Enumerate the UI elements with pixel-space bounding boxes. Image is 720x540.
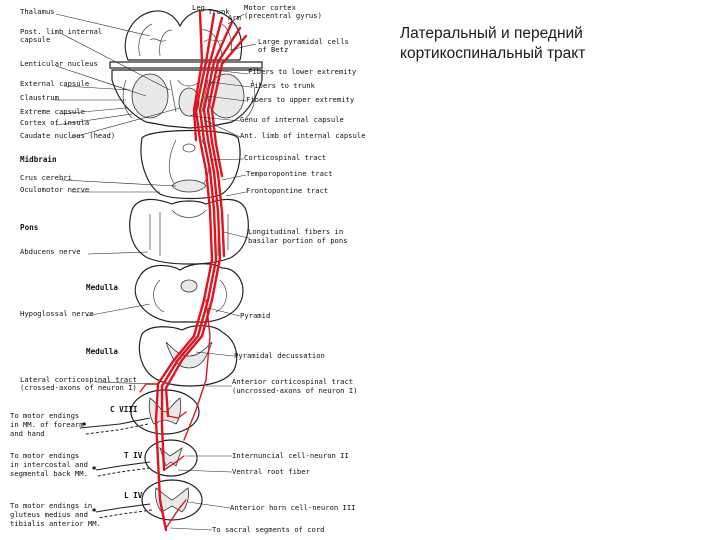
label-longitudinal-1: Longitudinal fibers in bbox=[248, 227, 343, 236]
label-betz-1: Large pyramidal cells bbox=[258, 37, 349, 46]
label-leader-lines bbox=[54, 13, 257, 531]
label-abducens: Abducens nerve bbox=[20, 247, 81, 256]
label-anterior-cst-2: (uncrossed-axons of neuron I) bbox=[232, 386, 358, 395]
label-post-limb-2: capsule bbox=[20, 35, 50, 44]
label-pons: Pons bbox=[20, 223, 38, 232]
label-oculomotor: Oculomotor nerve bbox=[20, 185, 89, 194]
label-segment-c8: C VIII bbox=[110, 405, 137, 414]
label-trunk: Trunk bbox=[208, 7, 230, 16]
label-segment-l4: L IV bbox=[124, 491, 143, 500]
medulla-lower-section bbox=[138, 325, 238, 387]
label-genu: Genu of internal capsule bbox=[240, 115, 344, 124]
svg-text:✱: ✱ bbox=[92, 463, 97, 472]
label-motor-gluteus-2: gluteus medius and bbox=[10, 510, 88, 519]
label-corticospinal: Corticospinal tract bbox=[244, 153, 326, 162]
medulla-upper-section bbox=[134, 263, 244, 323]
slide-title-line-1: Латеральный и передний bbox=[400, 25, 583, 42]
label-motor-forearm-3: and hand bbox=[10, 429, 45, 438]
label-longitudinal-2: basilar portion of pons bbox=[248, 236, 348, 245]
label-midbrain: Midbrain bbox=[20, 155, 57, 164]
svg-text:✱: ✱ bbox=[92, 505, 97, 514]
corticospinal-tract-lines bbox=[139, 10, 248, 532]
label-arm: Arm bbox=[228, 13, 241, 22]
label-internuncial: Internuncial cell-neuron II bbox=[232, 451, 349, 460]
label-medulla-2: Medulla bbox=[86, 347, 118, 356]
label-lateral-cst-2: (crossed-axons of neuron I) bbox=[20, 383, 137, 392]
label-medulla-1: Medulla bbox=[86, 283, 118, 292]
label-motor-cortex-2: (precentral gyrus) bbox=[244, 11, 322, 20]
label-ant-limb: Ant. limb of internal capsule bbox=[240, 131, 366, 140]
label-betz-2: of Betz bbox=[258, 45, 288, 54]
pons-section bbox=[129, 198, 249, 265]
label-decussation: Pyramidal decussation bbox=[234, 351, 325, 360]
label-anterior-cst-1: Anterior corticospinal tract bbox=[232, 377, 353, 386]
label-segment-t4: T IV bbox=[124, 451, 143, 460]
label-fibers-upper: Fibers to upper extremity bbox=[246, 95, 355, 104]
label-motor-back-1: To motor endings bbox=[10, 451, 79, 460]
label-motor-back-2: in intercostal and bbox=[10, 460, 88, 469]
label-caudate: Caudate nucleus (head) bbox=[20, 131, 115, 140]
label-motor-gluteus-1: To motor endings in bbox=[10, 501, 92, 510]
spinal-cord-l4-section bbox=[141, 479, 203, 521]
label-extreme-capsule: Extreme capsule bbox=[20, 107, 85, 116]
label-cortex-insula: Cortex of insula bbox=[20, 118, 89, 127]
label-frontopontine: Frontopontine tract bbox=[246, 186, 328, 195]
label-post-limb-1: Post. limb internal bbox=[20, 27, 102, 36]
slide-title-line-2: кортикоспинальный тракт bbox=[400, 45, 586, 62]
label-motor-forearm-2: in MM. of forearm bbox=[10, 420, 84, 429]
label-fibers-lower: Fibers to lower extremity bbox=[248, 67, 357, 76]
label-claustrum: Claustrum bbox=[20, 93, 59, 102]
label-hypoglossal: Hypoglossal nerve bbox=[20, 309, 94, 318]
label-ventral-root: Ventral root fiber bbox=[232, 467, 311, 476]
label-pyramid: Pyramid bbox=[240, 311, 270, 320]
label-motor-back-3: segmental back MM. bbox=[10, 469, 88, 478]
svg-text:✱: ✱ bbox=[82, 419, 87, 428]
label-leg: Leg bbox=[192, 3, 205, 12]
label-motor-gluteus-3: tibialis anterior MM. bbox=[10, 519, 101, 528]
corticospinal-diagram: ✱ ✱ ✱ Leg Trunk bbox=[10, 3, 366, 534]
label-motor-cortex-1: Motor cortex bbox=[244, 3, 297, 12]
label-lateral-cst-1: Lateral corticospinal tract bbox=[20, 375, 137, 384]
slide-title: Латеральный и передний кортикоспинальный… bbox=[400, 24, 700, 64]
label-anterior-horn: Anterior horn cell-neuron III bbox=[230, 503, 356, 512]
peripheral-nerves: ✱ ✱ ✱ bbox=[79, 417, 153, 519]
label-motor-forearm-1: To motor endings bbox=[10, 411, 79, 420]
label-lenticular: Lenticular nucleus bbox=[20, 59, 98, 68]
label-fibers-trunk: Fibers to trunk bbox=[250, 81, 316, 90]
label-crus: Crus cerebri bbox=[20, 173, 72, 182]
label-temporopontine: Temporopontine tract bbox=[246, 169, 333, 178]
label-external-capsule: External capsule bbox=[20, 79, 89, 88]
midbrain-section bbox=[140, 129, 241, 200]
label-sacral: To sacral segments of cord bbox=[212, 525, 325, 534]
label-thalamus: Thalamus bbox=[20, 7, 55, 16]
